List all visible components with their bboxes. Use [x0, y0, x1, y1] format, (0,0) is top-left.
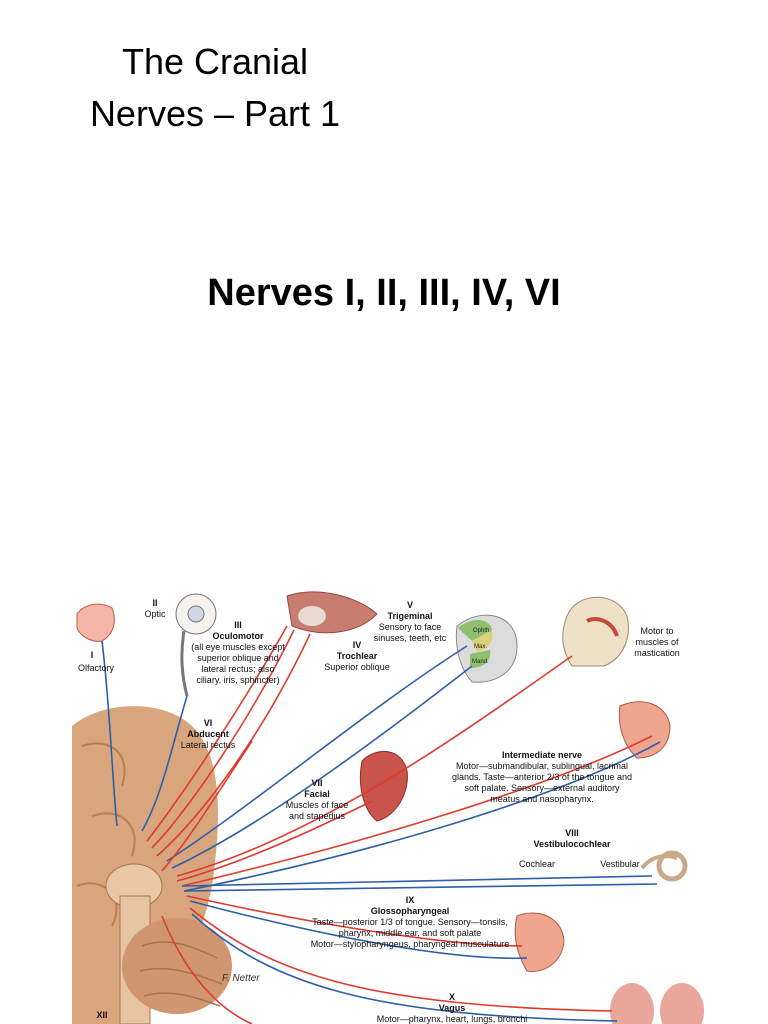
- mastication-label-3: mastication: [634, 648, 680, 658]
- nerve-paths: [101, 625, 661, 1024]
- nerve-IV-name: Trochlear: [337, 651, 378, 661]
- lungs-sketch: [610, 983, 704, 1024]
- nerve-VII-desc-2: and stapedius: [289, 811, 346, 821]
- nose-sketch: [76, 603, 115, 642]
- nerve-VI-desc: Lateral rectus: [181, 740, 236, 750]
- cranial-nerves-illustration: I Olfactory II Optic III Oculomotor (all…: [72, 586, 712, 1024]
- nerve-X-line-1: Motor—pharynx, heart, lungs, bronchi: [377, 1014, 528, 1024]
- nerve-III-desc-2: superior oblique and: [197, 653, 279, 663]
- nerve-III-numeral: III: [234, 620, 242, 630]
- nerve-IX-numeral: IX: [406, 895, 415, 905]
- brain-base: [72, 706, 232, 1024]
- eyeball-sketch: [175, 593, 217, 697]
- nerve-VI-numeral: VI: [204, 718, 213, 728]
- nerve-V-numeral: V: [407, 600, 413, 610]
- illustration-svg: I Olfactory II Optic III Oculomotor (all…: [72, 591, 704, 1024]
- nerve-II-numeral: II: [152, 598, 157, 608]
- mastication-label-1: Motor to: [640, 626, 673, 636]
- nerve-VI-name: Abducent: [187, 729, 229, 739]
- nerve-VII-name: Facial: [304, 789, 330, 799]
- nerve-IX-name: Glossopharyngeal: [371, 906, 450, 916]
- nerve-III-name: Oculomotor: [213, 631, 264, 641]
- mastication-label-2: muscles of: [635, 637, 679, 647]
- nerve-X-numeral: X: [449, 992, 455, 1002]
- nerve-VIII-name: Vestibulocochlear: [533, 839, 611, 849]
- intermediate-line-2: glands. Taste—anterior 2/3 of the tongue…: [452, 772, 632, 782]
- inner-ear-sketch: [640, 850, 688, 882]
- face-sketch: [359, 750, 408, 822]
- nerve-I-name: Olfactory: [78, 663, 115, 673]
- nerve-III-desc-3: lateral rectus; also: [201, 664, 274, 674]
- title-line-2: Nerves – Part 1: [89, 93, 341, 134]
- slide-title: The Cranial Nerves – Part 1: [80, 36, 350, 140]
- nerve-V-name: Trigeminal: [387, 611, 432, 621]
- nerve-VIII-numeral: VIII: [565, 828, 579, 838]
- nerve-II-name: Optic: [144, 609, 166, 619]
- pharynx-sketch: [514, 701, 671, 973]
- head-trigeminal-sketch: [455, 614, 518, 683]
- nerve-XII-numeral: XII: [96, 1010, 107, 1020]
- slide-subtitle: Nerves I, II, III, IV, VI: [207, 272, 561, 314]
- nerve-X-name: Vagus: [439, 1003, 466, 1013]
- intermediate-line-4: meatus and nasopharynx.: [490, 794, 594, 804]
- maxillary-division-label: Max.: [474, 644, 487, 650]
- skull-sketch: [562, 596, 629, 667]
- nerve-III-desc-4: ciliary, iris, sphincter): [196, 675, 279, 685]
- cochlear-label: Cochlear: [519, 859, 555, 869]
- nerve-IV-numeral: IV: [353, 640, 362, 650]
- vestibular-label: Vestibular: [600, 859, 640, 869]
- intermediate-line-1: Motor—submandibular, sublingual, lacrima…: [456, 761, 628, 771]
- nerve-V-desc-2: sinuses, teeth, etc: [374, 633, 447, 643]
- nerve-VII-desc-1: Muscles of face: [286, 800, 349, 810]
- intermediate-line-3: soft palate. Sensory—external auditory: [464, 783, 620, 793]
- artist-signature: F. Netter: [222, 973, 260, 984]
- nerve-VII-numeral: VII: [311, 778, 322, 788]
- nerve-III-desc-1: (all eye muscles except: [191, 642, 285, 652]
- nerve-IX-line-2: pharynx, middle ear, and soft palate: [339, 928, 482, 938]
- nerve-IV-desc: Superior oblique: [324, 662, 390, 672]
- mandibular-division-label: Mand.: [472, 659, 489, 665]
- nerve-IX-line-3: Motor—stylopharyngeus, pharyngeal muscul…: [311, 939, 510, 949]
- nerve-V-desc-1: Sensory to face: [379, 622, 442, 632]
- title-line-1: The Cranial: [121, 41, 309, 82]
- ophthalmic-division-label: Ophth.: [473, 628, 491, 634]
- intermediate-nerve-name: Intermediate nerve: [502, 750, 582, 760]
- nerve-IX-line-1: Taste—posterior 1/3 of tongue. Sensory—t…: [312, 917, 508, 927]
- eye-muscles-sketch: [286, 591, 378, 634]
- nerve-I-numeral: I: [91, 650, 94, 660]
